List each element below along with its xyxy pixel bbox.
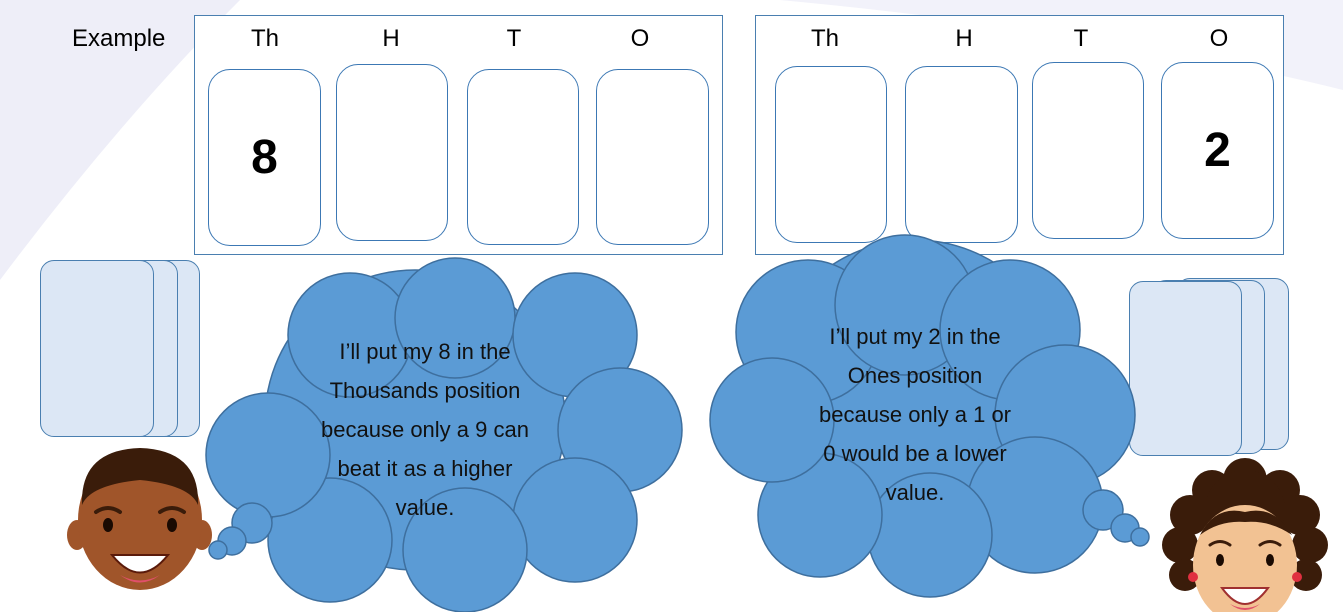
digit-card-ones-right: 2 [1161, 62, 1274, 239]
thought-line: because only a 9 can [321, 417, 529, 442]
thought-line: value. [885, 480, 945, 505]
thought-line: 0 would be a lower [823, 441, 1007, 466]
card-stack-right-front [1129, 281, 1242, 456]
header-hundreds-right: H [955, 25, 973, 52]
thought-line: I’ll put my 2 in the [829, 324, 1001, 349]
thought-line: beat it as a higher [337, 456, 513, 481]
digit-card-hundreds-right [905, 66, 1018, 243]
boy-face-icon [67, 448, 212, 590]
thought-text-left: I’ll put my 8 in the Thousands position … [300, 332, 550, 527]
girl-face-icon [1162, 458, 1328, 612]
header-ones-right: O [1209, 25, 1229, 52]
digit-card-thousands-right [775, 66, 887, 243]
thought-line: because only a 1 or [818, 402, 1012, 427]
header-tens-left: T [506, 25, 522, 52]
header-thousands-right: Th [810, 25, 840, 52]
digit-card-hundreds-left [336, 64, 448, 241]
thought-text-right: I’ll put my 2 in the Ones position becau… [785, 317, 1045, 512]
header-tens-right: T [1073, 25, 1089, 52]
digit-card-tens-left [467, 69, 579, 245]
digit-card-ones-left [596, 69, 709, 245]
thought-line: value. [395, 495, 455, 520]
header-thousands-left: Th [250, 25, 280, 52]
card-stack-left-front [40, 260, 154, 437]
example-label: Example [72, 25, 166, 52]
thought-line: Thousands position [329, 378, 521, 403]
thought-bubble-right [709, 234, 1150, 598]
header-ones-left: O [630, 25, 650, 52]
digit-card-thousands-left: 8 [208, 69, 321, 246]
thought-bubble-left [205, 257, 683, 612]
thought-line: I’ll put my 8 in the [339, 339, 511, 364]
digit-card-tens-right [1032, 62, 1144, 239]
thought-line: Ones position [847, 363, 983, 388]
header-hundreds-left: H [382, 25, 400, 52]
